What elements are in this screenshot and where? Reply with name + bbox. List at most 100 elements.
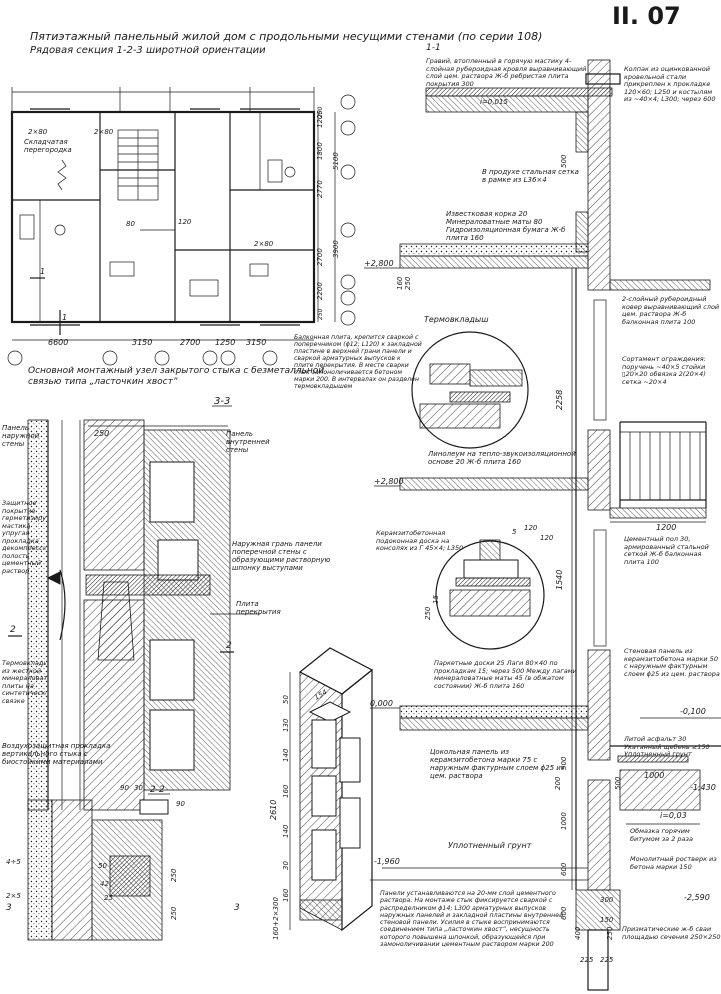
isometric-joint: 50 130 140 160 140 30 160 2610 154 160+2… xyxy=(269,647,374,940)
level-0: 0,000 xyxy=(370,699,393,708)
plan-side-dim-1: 1200 xyxy=(316,110,324,128)
d22-dim-50: 50 xyxy=(98,862,107,870)
joint-detail-2-2: 2-2 90 30 90 4÷5 2×5 50 42 25 250 250 3 … xyxy=(6,784,240,941)
label-bitumen-fo: Обмазка горячим битумом за 2 раза xyxy=(630,828,693,843)
label-plinth-panel: Цокольная панель из керамзитобетона марк… xyxy=(430,748,565,780)
label-window-sill: Керамзитобетонная подоконная доска на ко… xyxy=(376,530,464,552)
label-railing-spec: Сортамент ограждения: поручень ~40×5 сто… xyxy=(622,356,706,386)
label-cement-floor: Цементный пол 30, армированный стальной … xyxy=(624,536,709,566)
plan-side-dim-8: 250 xyxy=(317,106,324,118)
plan-bath-fixture xyxy=(19,214,35,240)
label-vent-mesh: В продухе стальная сетка в рамке из L36×… xyxy=(482,168,579,184)
window-upper xyxy=(593,299,607,421)
d22-dim-90b: 90 xyxy=(176,800,185,808)
base-dim-225b: 225 xyxy=(600,956,614,964)
label-grillage: Монолитный ростверк из бетона марки 150 xyxy=(630,856,717,871)
label-compacted-soil: Уплотненный грунт xyxy=(448,841,532,850)
d22-dim-250a: 250 xyxy=(170,868,178,882)
balcony-railing xyxy=(619,421,707,508)
label-thermal-inserts: Термовкладыши из жесткой минераловатной … xyxy=(2,660,46,705)
grid-axis-bubble xyxy=(340,94,356,110)
level-2800-lower: +2,800 xyxy=(374,477,404,486)
label-thermal-inserts-fo: Термовкладыши из жесткой минераловатной … xyxy=(2,660,46,705)
label-bitumen: Обмазка горячим битумом за 2 раза xyxy=(630,828,693,843)
balcony-slab-upper xyxy=(609,279,711,291)
d22-dim-4-5: 4÷5 xyxy=(6,858,21,866)
level-minus-2590: -2,590 xyxy=(684,893,710,902)
d22-dim-250b: 250 xyxy=(170,906,178,920)
label-protective-coating: Защитное покрытие герметизирующая мастик… xyxy=(2,500,46,575)
iso-dim-160b: 160 xyxy=(282,888,290,902)
label-cap: Колпак из оцинкованной кровельной стали … xyxy=(624,66,716,103)
label-inner-panel-fo: Панель внутренней стены xyxy=(226,430,270,454)
label-slope-003: i=0,03 xyxy=(660,811,687,820)
base-dim-225a: 225 xyxy=(580,956,594,964)
d22-dim-2x5: 2×5 xyxy=(6,892,21,900)
label-air-gasket-fo: Воздухозащитная прокладка вертикального … xyxy=(2,742,110,766)
outer-wall-upper xyxy=(587,59,611,291)
base-dim-400: 400 xyxy=(574,926,582,940)
plan-cut-1: 1 xyxy=(62,313,67,322)
plan-dim-1250: 1250 xyxy=(215,338,235,347)
plan-side-dim-3: 2770 xyxy=(316,180,324,198)
plan-dim-3150-a: 3150 xyxy=(132,338,152,347)
iso-dim-2610: 2610 xyxy=(269,800,278,820)
window-dim-5: 5 xyxy=(512,528,517,536)
base-dim-600b: 600 xyxy=(560,906,568,920)
plan-side-dim-2: 1800 xyxy=(316,142,324,160)
section-1-1: Гравий, втопленный в горячую мастику 4-с… xyxy=(294,58,721,991)
label-cement-floor-fo: Цементный пол 30, армированный стальной … xyxy=(624,536,709,566)
label-attic-layers: Известковая корка 20 Минераловатные маты… xyxy=(446,210,566,242)
unit-caption-fo: Основной монтажный узел закрытого стыка … xyxy=(28,366,325,387)
sheet-number: II. 07 xyxy=(612,2,681,30)
label-parquet: Паркетные доски 25 Лаги 80×40 по проклад… xyxy=(434,660,577,690)
plan-side-dim-9: 250 xyxy=(317,308,324,320)
section-2-2-label: 2-2 xyxy=(150,785,165,795)
plan-label-80: 80 xyxy=(126,220,135,228)
window-dim-250: 250 xyxy=(424,606,432,620)
plan-stair xyxy=(117,129,159,201)
label-floor-plate-fo: Плита перекрытия xyxy=(236,600,281,616)
label-panels-note: Панели устанавливаются на 20-мм слой цем… xyxy=(380,890,564,949)
d22-dim-42: 42 xyxy=(100,880,109,888)
plan-side-dim-7: 2200 xyxy=(316,282,324,300)
base-dim-500: 500 xyxy=(560,756,568,770)
label-panels-note-fo: Панели устанавливаются на 20-мм слой цем… xyxy=(380,890,564,949)
iso-dim-50: 50 xyxy=(282,695,290,704)
label-dim-500-top: 500 xyxy=(560,154,568,168)
window-dim-15: 15 xyxy=(432,595,440,604)
sheet-subtitle: Рядовая секция 1-2-3 широтной ориентации xyxy=(30,45,266,56)
window-dim-1540: 1540 xyxy=(555,570,564,590)
joint-detail-3-3: 250 Панель наружной стены Панель внутрен… xyxy=(2,419,330,811)
outer-wall-lower xyxy=(587,649,611,761)
sheet-title: Пятиэтажный панельный жилой дом с продол… xyxy=(30,30,542,43)
plan-label-folding-partition: Складчатая перегородка xyxy=(24,138,72,154)
label-balcony-roof: 2-слойный рубероидный ковер выравнивающи… xyxy=(622,296,720,326)
base-dim-1000: 1000 xyxy=(560,812,568,830)
balcony-slab-lower xyxy=(609,507,707,519)
label-attic-fo: Известковая корка 20 Минераловатные маты… xyxy=(446,210,566,242)
level-2800-upper: +2,800 xyxy=(364,259,394,268)
plan-side-dim-5: 3900 xyxy=(332,240,340,258)
level-minus-1430: -1,430 xyxy=(690,783,716,792)
floor-plan: 2×80 2×80 2×80 80 120 Складчатая перегор… xyxy=(7,87,356,366)
plan-side-dim-6: 2700 xyxy=(316,248,324,266)
d22-dim-90a: 90 xyxy=(120,784,129,792)
label-grillage-fo: Монолитный ростверк из бетона марки 150 xyxy=(630,856,717,871)
label-plinth-fo: Цокольная панель из керамзитобетона марк… xyxy=(430,748,565,780)
plan-dim-6600: 6600 xyxy=(48,338,68,347)
plan-label-2x80-a: 2×80 xyxy=(28,128,48,136)
unit-caption: Основной монтажный узел закрытого стыка … xyxy=(28,366,325,387)
label-parquet-fo: Паркетные доски 25 Лаги 80×40 по проклад… xyxy=(434,660,577,690)
label-piles: Призматические ж-б сваи площадью сечения… xyxy=(622,926,721,941)
grillage xyxy=(575,889,621,931)
base-dim-200: 200 xyxy=(554,776,562,790)
section-1-1-label: 1-1 xyxy=(426,43,441,53)
window-lower xyxy=(593,529,607,647)
window-dim-120b: 120 xyxy=(540,534,554,542)
plan-outline xyxy=(10,110,316,324)
label-railing-fo: Сортамент ограждения: поручень ~40×5 сто… xyxy=(622,356,706,386)
section-3-3-label: 3-3 xyxy=(214,396,230,407)
